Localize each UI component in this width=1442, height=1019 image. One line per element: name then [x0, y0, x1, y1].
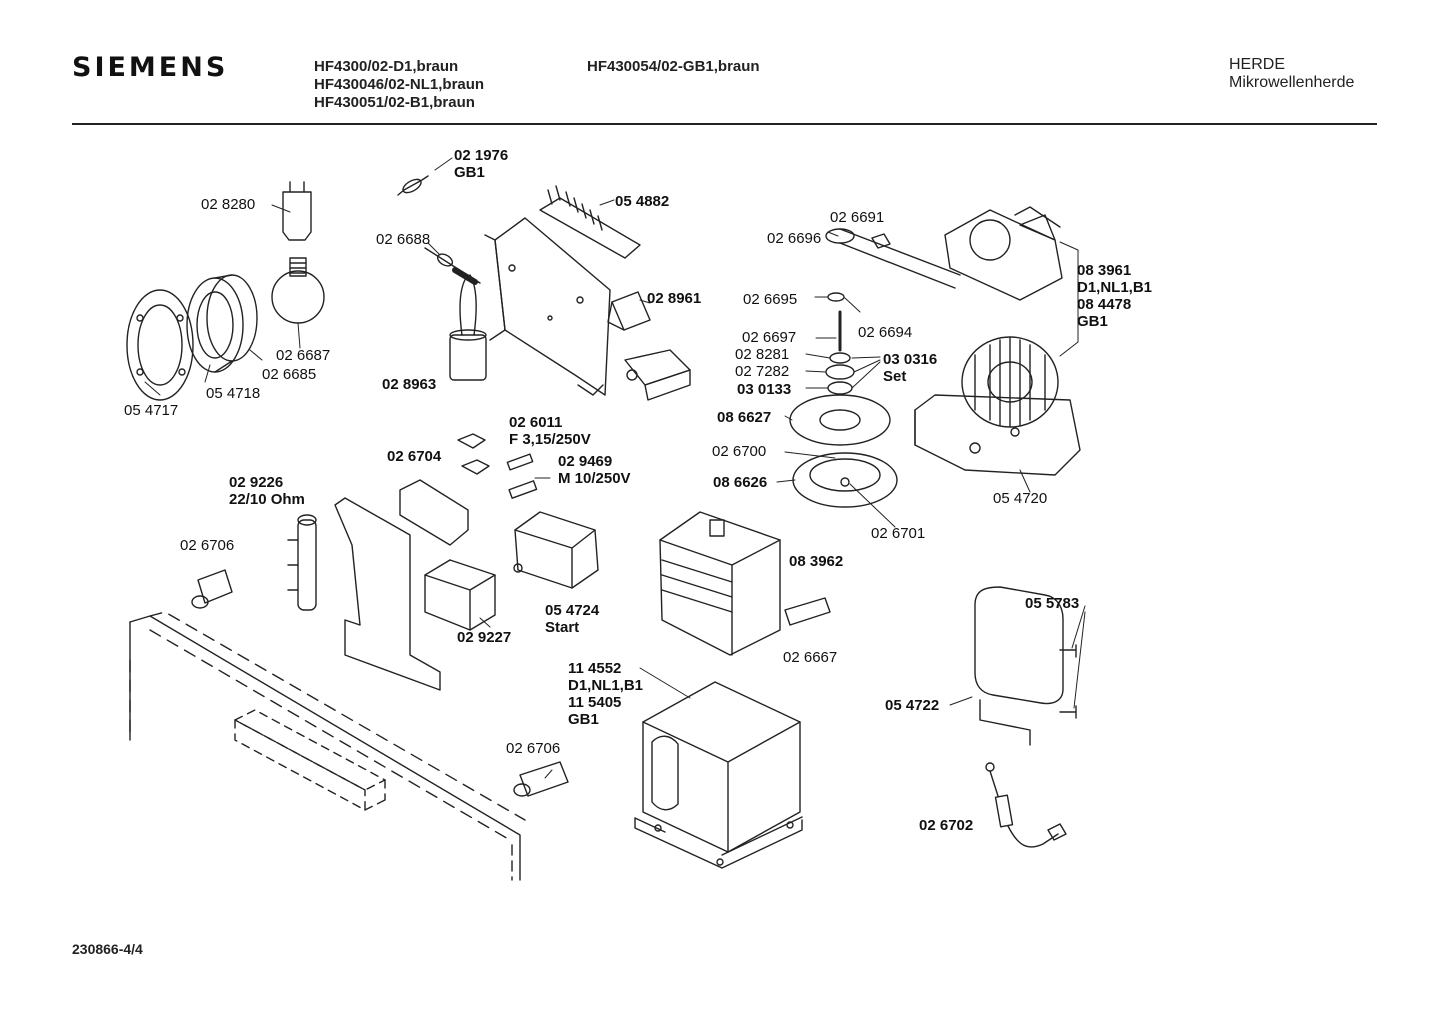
turntable-stack-drawing [789, 310, 898, 508]
transformer-drawing [634, 681, 803, 869]
part-label-086627: 08 6627 [717, 409, 772, 426]
mounting-plate-drawing [484, 185, 641, 396]
power-resistor-drawing [287, 514, 317, 611]
part-label-026704: 02 6704 [387, 448, 442, 465]
part-label-026695: 02 6695 [743, 291, 798, 308]
model-list-left: HF4300/02-D1,braun HF430046/02-NL1,braun… [314, 58, 484, 112]
part-label-028280: 02 8280 [201, 196, 256, 213]
relay-drawing [424, 511, 599, 631]
part-label-054720: 05 4720 [993, 490, 1048, 507]
part-label-054882: 05 4882 [615, 193, 670, 210]
capacitor-drawing [424, 247, 487, 381]
part-label-026700: 02 6700 [712, 443, 767, 460]
fuse-holder-drawing [457, 433, 538, 499]
part-label-026697: 02 6697 [742, 329, 797, 346]
resistor-021976-drawing [397, 175, 429, 196]
part-label-030133: 03 0133 [737, 381, 792, 398]
model-line: HF430051/02-B1,braun [314, 94, 475, 111]
model-line: HF4300/02-D1,braun [314, 58, 459, 75]
category-label: HERDE Mikrowellenherde [1229, 56, 1354, 92]
leader-lines [144, 157, 1086, 779]
part-label-029227: 02 9227 [457, 629, 512, 646]
turntable-motor-drawing [944, 206, 1063, 301]
part-label-026687: 02 6687 [276, 347, 331, 364]
part-label-027282: 02 7282 [735, 363, 790, 380]
part-label-086626: 08 6626 [713, 474, 768, 491]
interlock-switch-drawing [607, 291, 691, 401]
model-line: HF430054/02-GB1,braun [587, 58, 760, 75]
part-label-026694: 02 6694 [858, 324, 913, 341]
part-label-054722: 05 4722 [885, 697, 940, 714]
magnetron-drawing [659, 511, 831, 656]
door-frame-drawing [129, 611, 526, 881]
part-label-026667: 02 6667 [783, 649, 838, 666]
window-bezel-drawing [126, 274, 258, 401]
brand-logo: SIEMENS [72, 52, 229, 83]
part-label-028961: 02 8961 [647, 290, 702, 307]
blower-fan-drawing [914, 336, 1081, 476]
part-label-083962: 08 3962 [789, 553, 844, 570]
category-line: Mikrowellenherde [1229, 74, 1355, 91]
header-rule [72, 123, 1377, 125]
microswitch-drawing [191, 569, 569, 797]
part-label-028963: 02 8963 [382, 376, 437, 393]
switch-bracket-drawing [334, 479, 469, 691]
part-label-054717: 05 4717 [124, 402, 179, 419]
part-label-055783: 05 5783 [1025, 595, 1080, 612]
thermal-fuse-drawing [985, 762, 1067, 848]
door-handle-drawing [234, 709, 386, 811]
part-label-026691: 02 6691 [830, 209, 885, 226]
model-line: HF430046/02-NL1,braun [314, 76, 485, 93]
part-label-026701: 02 6701 [871, 525, 926, 542]
part-label-054718: 05 4718 [206, 385, 261, 402]
drive-belt-drawing [825, 228, 961, 302]
part-label-026696: 02 6696 [767, 230, 822, 247]
part-label-026706b: 02 6706 [506, 740, 561, 757]
part-label-026688: 02 6688 [376, 231, 431, 248]
hv-capacitor-drawing [974, 586, 1077, 746]
part-label-026685: 02 6685 [262, 366, 317, 383]
lamp-bulb-drawing [271, 181, 325, 324]
document-number: 230866-4/4 [72, 941, 143, 957]
part-label-026706a: 02 6706 [180, 537, 235, 554]
model-list-right: HF430054/02-GB1,braun [587, 58, 760, 76]
category-line: HERDE [1229, 56, 1286, 73]
part-label-026702: 02 6702 [919, 817, 974, 834]
part-label-028281: 02 8281 [735, 346, 790, 363]
